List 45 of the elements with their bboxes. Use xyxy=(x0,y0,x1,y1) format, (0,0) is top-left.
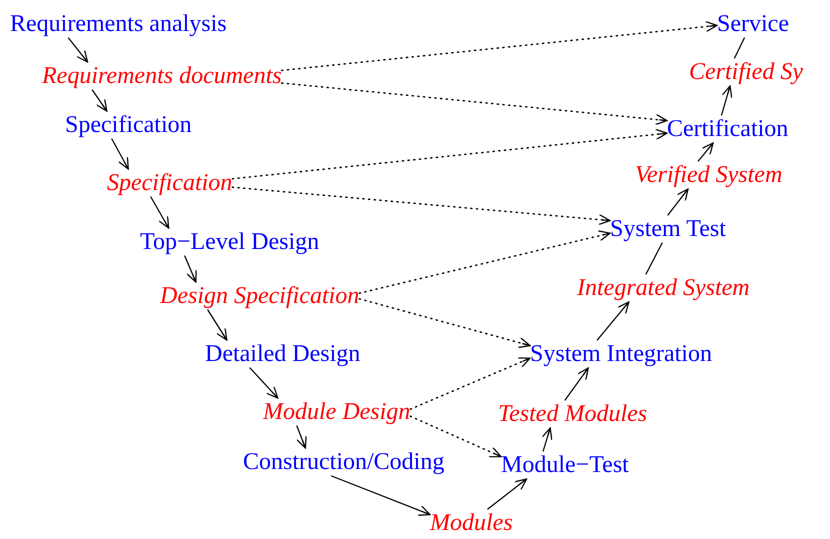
artifact-label: Module Design xyxy=(263,398,410,426)
activity-label: Module−Test xyxy=(501,451,629,479)
connector-line xyxy=(734,37,745,59)
arrow xyxy=(249,367,278,399)
artifact-label: Tested Modules xyxy=(498,400,648,428)
arrow xyxy=(487,478,528,510)
artifact-label: Verified System xyxy=(635,161,782,189)
activity-label: Detailed Design xyxy=(205,340,360,368)
activity-label: System Integration xyxy=(530,340,712,368)
artifact-label: Integrated System xyxy=(577,274,750,302)
arrow xyxy=(667,188,689,216)
activity-label: Certification xyxy=(667,115,788,143)
arrow xyxy=(296,425,307,449)
artifact-label: Modules xyxy=(430,509,513,537)
arrow xyxy=(111,138,129,170)
arrow xyxy=(596,301,630,341)
arrow xyxy=(150,196,170,229)
activity-label: Top−Level Design xyxy=(140,228,320,256)
arrow xyxy=(68,37,88,63)
arrow xyxy=(330,475,431,516)
dotted-arrow xyxy=(232,128,668,180)
activity-label: Service xyxy=(717,10,789,38)
arrow xyxy=(564,367,589,401)
dotted-arrow xyxy=(281,82,668,126)
artifact-label: Certified Sy xyxy=(689,58,803,86)
dotted-arrow xyxy=(358,230,611,294)
artifact-label: Design Specification xyxy=(160,282,360,310)
activity-label: Specification xyxy=(65,111,192,139)
dotted-arrow xyxy=(281,20,718,72)
activity-label: System Test xyxy=(610,215,726,243)
dotted-arrow xyxy=(232,186,611,226)
dotted-arrow xyxy=(410,357,531,410)
dotted-arrow xyxy=(410,416,502,458)
arrow xyxy=(207,309,228,341)
arrow xyxy=(184,255,197,283)
arrow xyxy=(720,85,732,116)
connector-line xyxy=(645,242,663,275)
arrow xyxy=(698,142,714,162)
activity-label: Requirements analysis xyxy=(10,10,227,38)
arrow xyxy=(542,427,552,452)
activity-label: Construction/Coding xyxy=(243,448,444,476)
arrow xyxy=(92,89,108,112)
dotted-arrow xyxy=(358,298,531,348)
artifact-label: Requirements documents xyxy=(42,62,282,90)
artifact-label: Specification xyxy=(107,169,232,197)
